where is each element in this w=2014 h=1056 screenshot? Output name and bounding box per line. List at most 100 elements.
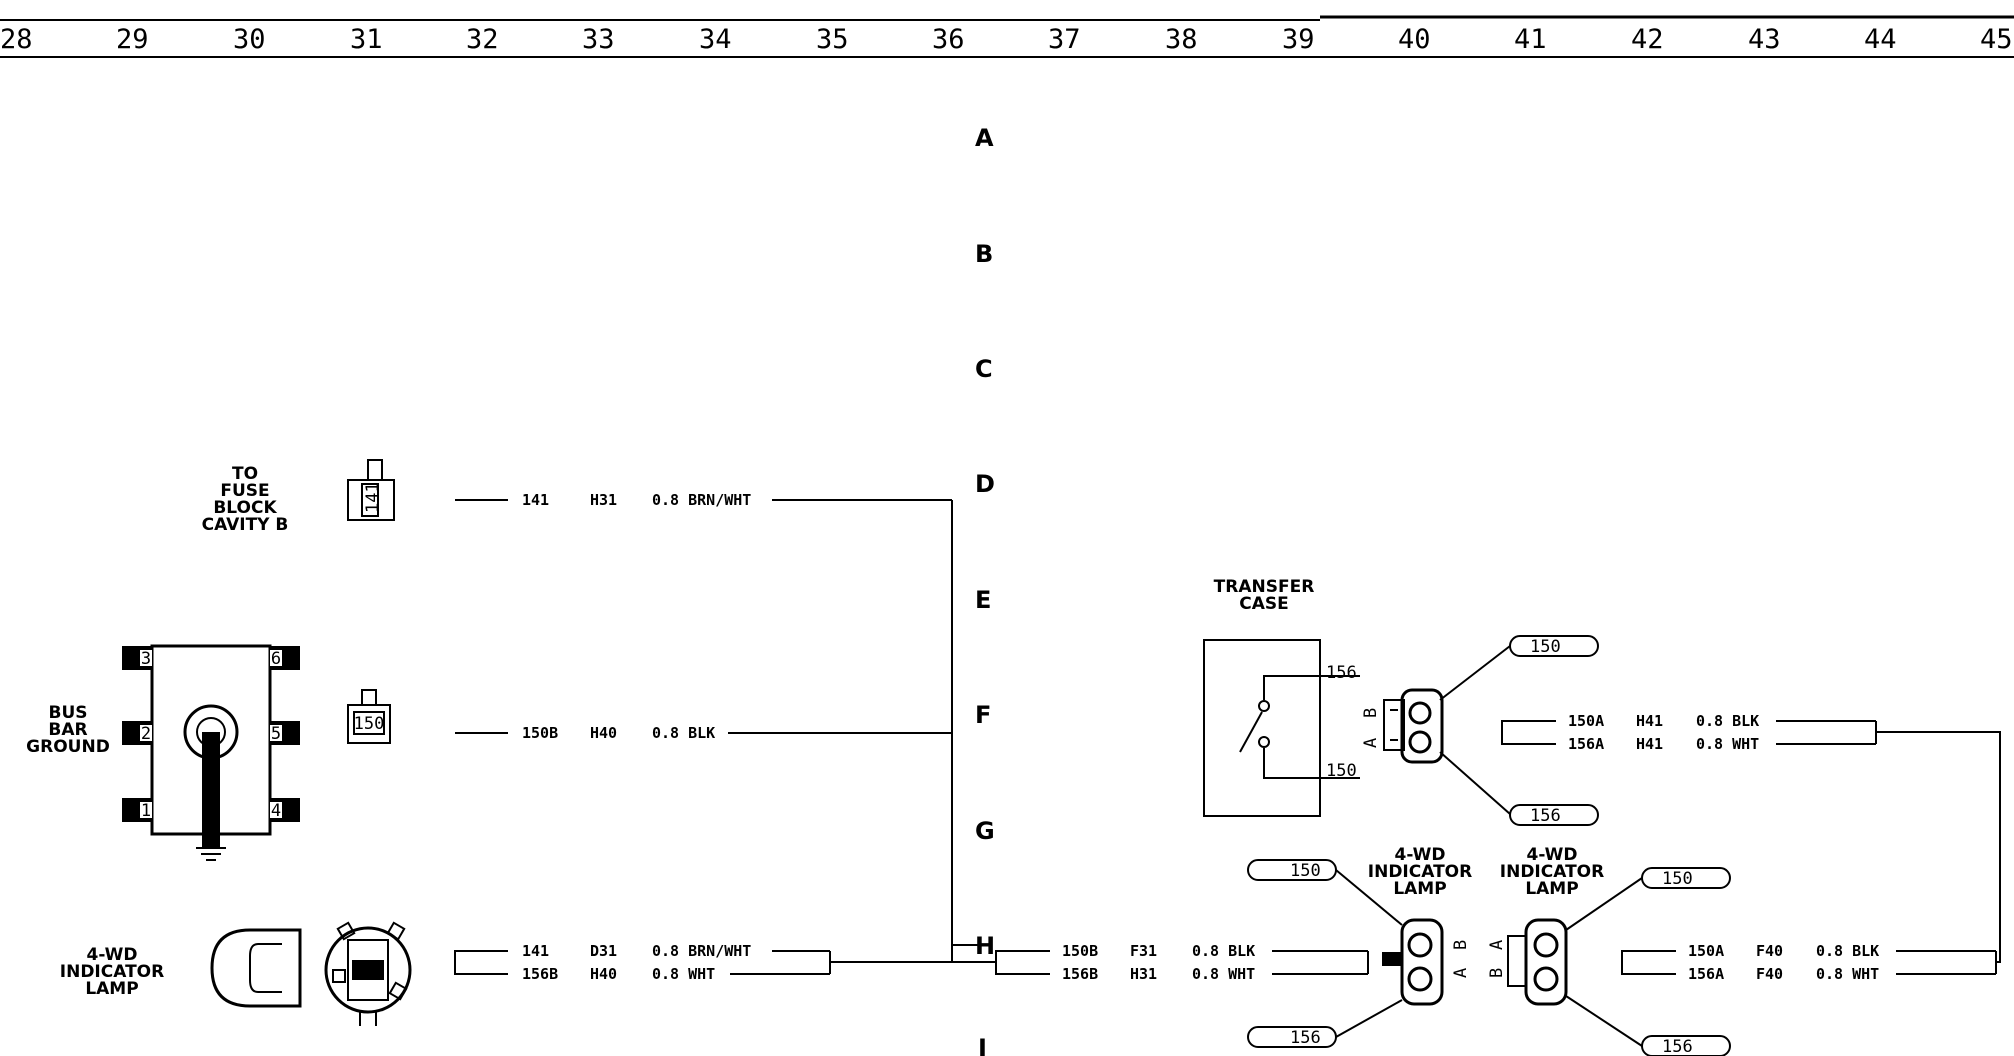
wire-156ah-spec: 0.8 WHT <box>1696 735 1759 753</box>
right-indicator-lamp: 4-WD INDICATOR LAMP A B 150 156 <box>1487 845 1731 1056</box>
lamp-left-label-3: LAMP <box>85 979 138 999</box>
central-splice <box>830 500 996 963</box>
transfer-label-1: TRANSFER <box>1214 577 1315 597</box>
wire-150af-num: 150A <box>1688 942 1724 960</box>
column-ruler: 28 29 30 31 32 33 34 35 36 37 38 39 40 4… <box>0 15 2014 58</box>
wire-150ah-spec: 0.8 BLK <box>1696 712 1759 730</box>
tc-pin-a: A <box>1361 738 1381 748</box>
lamp-mid-label-3: LAMP <box>1393 879 1446 899</box>
wire-156b-spec: 0.8 WHT <box>652 965 715 983</box>
bus-pin-2: 2 <box>141 724 151 744</box>
transfer-case: TRANSFER CASE 156 150 <box>1203 577 1360 817</box>
wire-150b-h40: 150B H40 0.8 BLK <box>455 724 952 742</box>
wire-150b-num: 150B <box>522 724 558 742</box>
wire-141-spec: 0.8 BRN/WHT <box>652 491 751 509</box>
tag-right-150: 150 <box>1662 869 1693 889</box>
ruler-36: 36 <box>932 24 965 55</box>
ruler-45: 45 <box>1980 24 2013 55</box>
bus-pin-6: 6 <box>271 649 281 669</box>
fuse-label-fuse: FUSE <box>220 481 269 501</box>
bus-pin-5: 5 <box>271 724 281 744</box>
wire-150bf-num: 150B <box>1062 942 1098 960</box>
wire-150b-loc: H40 <box>590 724 617 742</box>
mid-pin-b: B <box>1451 940 1471 950</box>
wire-156a-f40: 156A F40 0.8 WHT <box>1688 951 1997 983</box>
wire-156af-spec: 0.8 WHT <box>1816 965 1879 983</box>
switch-pin-156: 156 <box>1326 663 1357 683</box>
wire-141-loc: H31 <box>590 491 617 509</box>
bus-pin-3: 3 <box>141 649 151 669</box>
bus-connector-150: 150 <box>347 689 391 744</box>
tag-mid-150: 150 <box>1290 861 1321 881</box>
right-pin-b: B <box>1487 968 1507 978</box>
ruler-32: 32 <box>466 24 499 55</box>
bus-pin-1: 1 <box>141 801 151 821</box>
wire-150a-f40: 150A F40 0.8 BLK <box>1621 942 1996 975</box>
switch-pin-150: 150 <box>1326 761 1357 781</box>
row-b: B <box>975 240 993 268</box>
lamp-right-label-3: LAMP <box>1525 879 1578 899</box>
ruler-38: 38 <box>1165 24 1198 55</box>
wire-156b-h40: 156B H40 0.8 WHT <box>522 951 831 983</box>
row-f: F <box>975 701 991 729</box>
wire-156ah-num: 156A <box>1568 735 1604 753</box>
lamp-mid-label-1: 4-WD <box>1395 845 1446 865</box>
bus-label-2: BAR <box>48 720 87 740</box>
row-g: G <box>975 817 995 845</box>
row-d: D <box>975 470 995 498</box>
lamp-mid-label-2: INDICATOR <box>1368 862 1472 882</box>
ruler-34: 34 <box>699 24 732 55</box>
wire-150ah-loc: H41 <box>1636 712 1663 730</box>
bus-bar-ground: BUS BAR GROUND 3 2 1 6 5 4 <box>26 644 300 861</box>
lamp-right-label-1: 4-WD <box>1527 845 1578 865</box>
fuse-pin-141: 141 <box>363 482 383 513</box>
ruler-42: 42 <box>1631 24 1664 55</box>
ruler-43: 43 <box>1748 24 1781 55</box>
fuse-connector: 141 <box>347 459 395 521</box>
ruler-41: 41 <box>1514 24 1547 55</box>
ruler-28: 28 <box>0 24 33 55</box>
wire-141-d31: 141 D31 0.8 BRN/WHT <box>454 942 830 975</box>
ruler-35: 35 <box>816 24 849 55</box>
tc-pin-b: B <box>1361 708 1381 718</box>
ruler-33: 33 <box>582 24 615 55</box>
left-indicator-lamp: 4-WD INDICATOR LAMP <box>60 921 412 1026</box>
wire-150a-h41: 150A H41 0.8 BLK <box>1501 712 1876 745</box>
middle-indicator-lamp: 4-WD INDICATOR LAMP 150 156 B A <box>1247 845 1472 1048</box>
ruler-39: 39 <box>1282 24 1315 55</box>
row-i: I <box>978 1034 987 1056</box>
lamp-left-label-2: INDICATOR <box>60 962 164 982</box>
tag-mid-156: 156 <box>1290 1028 1321 1048</box>
right-pin-a: A <box>1487 940 1507 950</box>
wire-156bh-spec: 0.8 WHT <box>1192 965 1255 983</box>
transfer-case-tags: 150 156 <box>1439 635 1599 826</box>
row-c: C <box>975 355 993 383</box>
tag-right-156: 156 <box>1662 1037 1693 1056</box>
wire-156b-loc: H40 <box>590 965 617 983</box>
wire-141-num: 141 <box>522 491 549 509</box>
row-h: H <box>975 932 995 960</box>
wire-150b-f31: 150B F31 0.8 BLK <box>995 942 1368 975</box>
wire-150bf-loc: F31 <box>1130 942 1157 960</box>
mid-pin-a: A <box>1451 968 1471 978</box>
bus-label-3: GROUND <box>26 737 110 757</box>
ruler-29: 29 <box>116 24 149 55</box>
tag-tc-150: 150 <box>1530 637 1561 657</box>
tag-tc-156: 156 <box>1530 806 1561 826</box>
ruler-37: 37 <box>1048 24 1081 55</box>
wire-150af-loc: F40 <box>1756 942 1783 960</box>
lamp-right-label-2: INDICATOR <box>1500 862 1604 882</box>
ruler-44: 44 <box>1864 24 1897 55</box>
wire-141d-num: 141 <box>522 942 549 960</box>
wire-156a-h41: 156A H41 0.8 WHT <box>1568 721 2001 963</box>
wire-141d-spec: 0.8 BRN/WHT <box>652 942 751 960</box>
wire-156b-num: 156B <box>522 965 558 983</box>
transfer-label-2: CASE <box>1239 594 1289 614</box>
wire-150b-spec: 0.8 BLK <box>652 724 715 742</box>
fuse-label-block: BLOCK <box>213 498 277 518</box>
wire-156bh-loc: H31 <box>1130 965 1157 983</box>
ruler-40: 40 <box>1398 24 1431 55</box>
bus-connector-pin: 150 <box>354 714 385 734</box>
row-e: E <box>975 586 991 614</box>
